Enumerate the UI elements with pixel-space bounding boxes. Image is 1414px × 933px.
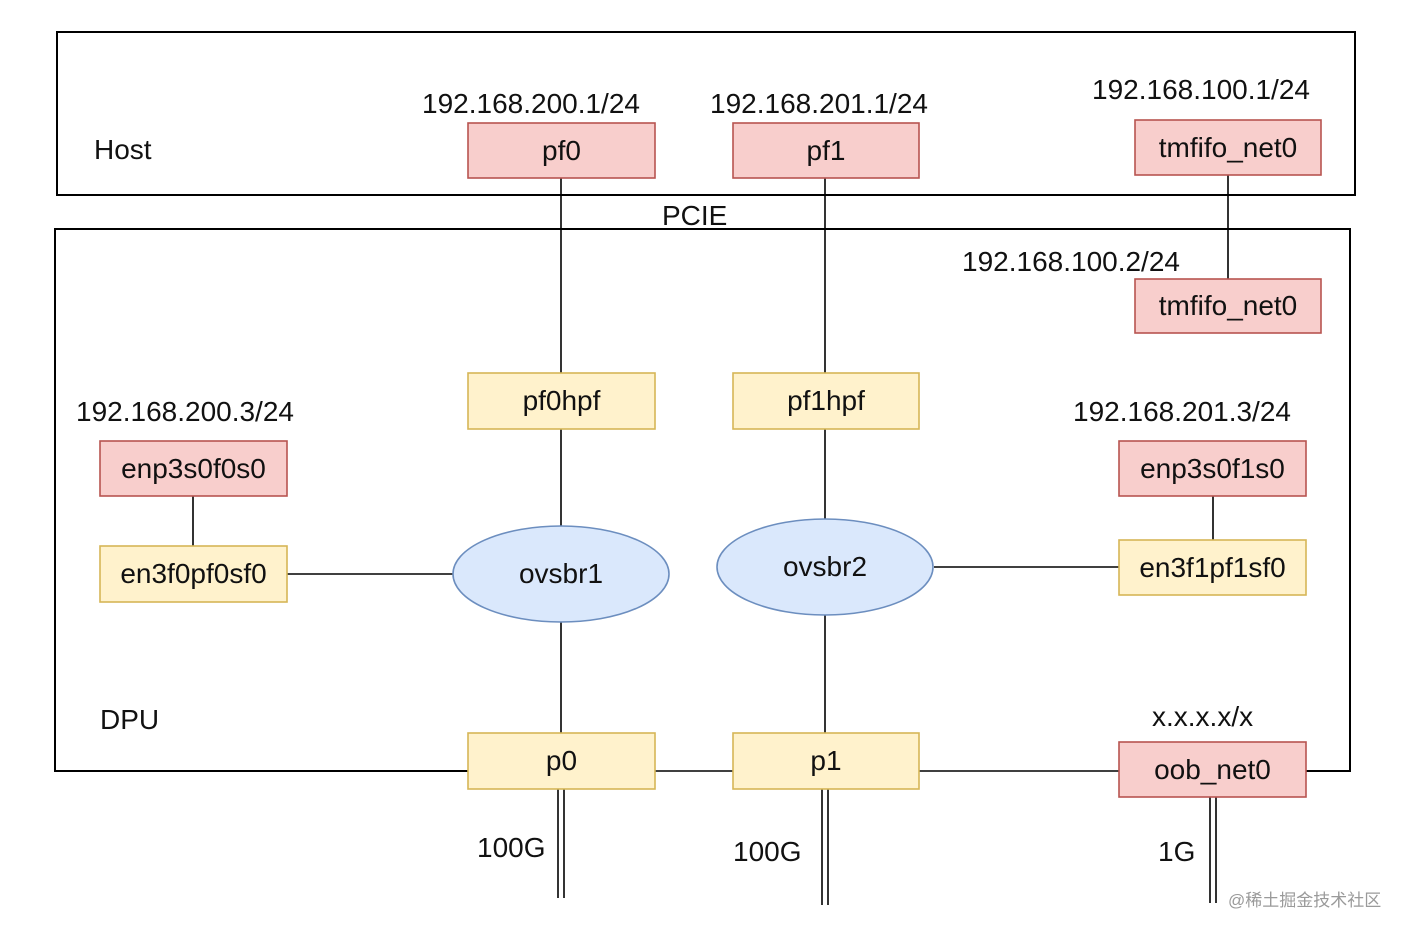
host-tmfifo-ip: 192.168.100.1/24 xyxy=(1092,74,1310,105)
host-pf0-box xyxy=(467,122,656,179)
p0-speed: 100G xyxy=(477,832,546,863)
ovsbr2-ellipse xyxy=(716,518,934,616)
en3f0pf0sf0-box xyxy=(99,545,288,603)
host-frame xyxy=(56,31,1356,196)
en3f1pf1sf0-label: en3f1pf1sf0 xyxy=(1139,551,1286,583)
host-tmfifo-label: tmfifo_net0 xyxy=(1158,131,1298,163)
dpu-tmfifo-label: tmfifo_net0 xyxy=(1158,290,1298,321)
en3f0pf0sf0-label: en3f0pf0sf0 xyxy=(120,558,267,589)
host-pf1-ip: 192.168.201.1/24 xyxy=(710,88,928,119)
watermark: @稀土掘金技术社区 xyxy=(1228,891,1382,910)
dpu-label: DPU xyxy=(100,704,160,735)
pf1hpf-box xyxy=(732,372,920,430)
p1-speed: 100G xyxy=(733,836,802,867)
ovsbr2-label: ovsbr2 xyxy=(782,551,868,582)
dpu-frame xyxy=(54,228,1351,772)
ovsbr1-ellipse xyxy=(452,525,670,623)
oob-label: oob_net0 xyxy=(1154,753,1271,785)
enp3s0f1s0-box xyxy=(1118,440,1307,497)
host-pf1-label: pf1 xyxy=(806,134,846,166)
host-label: Host xyxy=(94,134,152,165)
p0-label: p0 xyxy=(545,745,578,776)
host-tmfifo-box xyxy=(1134,119,1322,176)
host-pf0-label: pf0 xyxy=(542,134,581,166)
en3f1pf1sf0-box xyxy=(1118,539,1307,596)
pf0hpf-label: pf0hpf xyxy=(522,385,601,416)
ovsbr1-label: ovsbr1 xyxy=(518,558,604,589)
oob-ip: x.x.x.x/x xyxy=(1152,701,1254,732)
oob-speed: 1G xyxy=(1158,836,1196,867)
enp3s0f0s0-ip: 192.168.200.3/24 xyxy=(76,396,294,427)
oob-box xyxy=(1118,741,1307,798)
pcie-label: PCIE xyxy=(662,200,728,231)
pf0hpf-box xyxy=(467,372,656,430)
dpu-tmfifo-ip: 192.168.100.2/24 xyxy=(962,246,1180,277)
enp3s0f1s0-ip: 192.168.201.3/24 xyxy=(1073,396,1291,427)
enp3s0f0s0-label: enp3s0f0s0 xyxy=(121,452,266,484)
host-pf0-ip: 192.168.200.1/24 xyxy=(422,88,640,119)
enp3s0f0s0-box xyxy=(99,440,288,497)
host-pf1-box xyxy=(732,122,920,179)
p0-box xyxy=(467,732,656,790)
enp3s0f1s0-label: enp3s0f1s0 xyxy=(1140,452,1285,484)
p1-label: p1 xyxy=(810,745,842,776)
pf1hpf-label: pf1hpf xyxy=(787,385,865,416)
dpu-tmfifo-box xyxy=(1134,278,1322,334)
p1-box xyxy=(732,732,920,790)
